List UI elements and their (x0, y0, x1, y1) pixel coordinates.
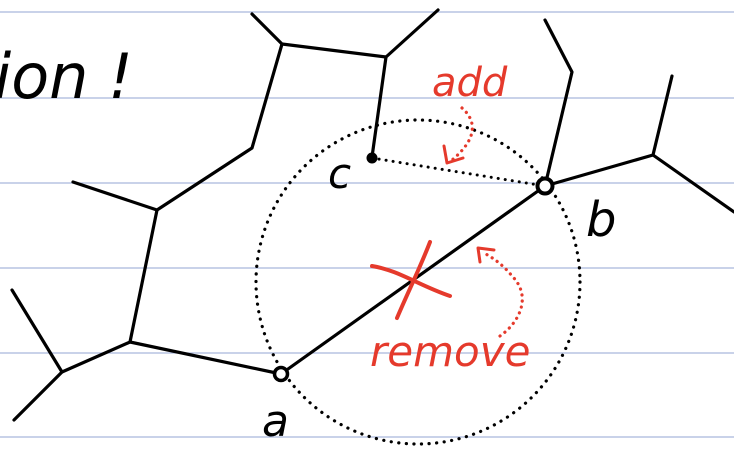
graph-edge (12, 370, 64, 422)
remove-arrow-head (476, 246, 496, 264)
graph-edge (128, 340, 283, 376)
graph-edge (71, 42, 284, 212)
graph-edge (543, 74, 674, 188)
dotted-circle (254, 118, 582, 446)
graph-edge (10, 208, 159, 374)
annotation-remove: remove (370, 327, 530, 376)
remove-arrow-shaft (480, 250, 524, 338)
graph-edge (543, 18, 574, 188)
remove-cross-icon (370, 240, 452, 320)
vertex-c (366, 152, 378, 164)
red-annotations: add remove (370, 60, 530, 376)
vertices (272, 152, 555, 383)
add-arrow-shaft (450, 106, 474, 162)
edge-c-b-dotted (370, 156, 547, 188)
notebook-rules (0, 11, 734, 438)
annotation-add: add (432, 60, 508, 106)
label-c: c (328, 149, 351, 198)
graph-edge (370, 55, 388, 159)
add-arrow-head (442, 144, 465, 165)
vertex-b (535, 176, 555, 196)
graph-edge (250, 8, 440, 59)
vertex-a (272, 365, 290, 383)
label-b: b (586, 192, 616, 248)
label-a: a (262, 396, 289, 447)
graph-edge (651, 153, 734, 214)
heading-fragment: ion ! (0, 40, 133, 113)
